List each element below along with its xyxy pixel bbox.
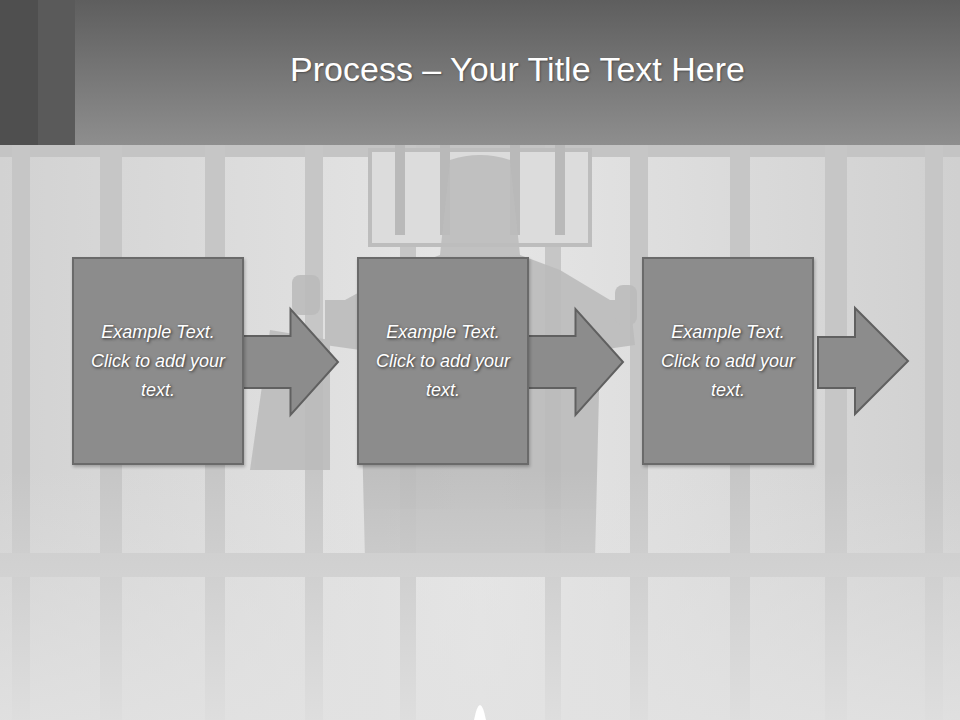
box-text: Example Text. Click to add your text. <box>373 318 513 405</box>
block-arrow <box>243 309 338 415</box>
process-box: Example Text. Click to add your text. <box>357 257 529 465</box>
slide-title: Process – Your Title Text Here <box>75 50 960 89</box>
process-box: Example Text. Click to add your text. <box>642 257 814 465</box>
block-arrow <box>528 309 623 415</box>
process-box: Example Text. Click to add your text. <box>72 257 244 465</box>
box-text: Example Text. Click to add your text. <box>658 318 798 405</box>
box-text: Example Text. Click to add your text. <box>88 318 228 405</box>
